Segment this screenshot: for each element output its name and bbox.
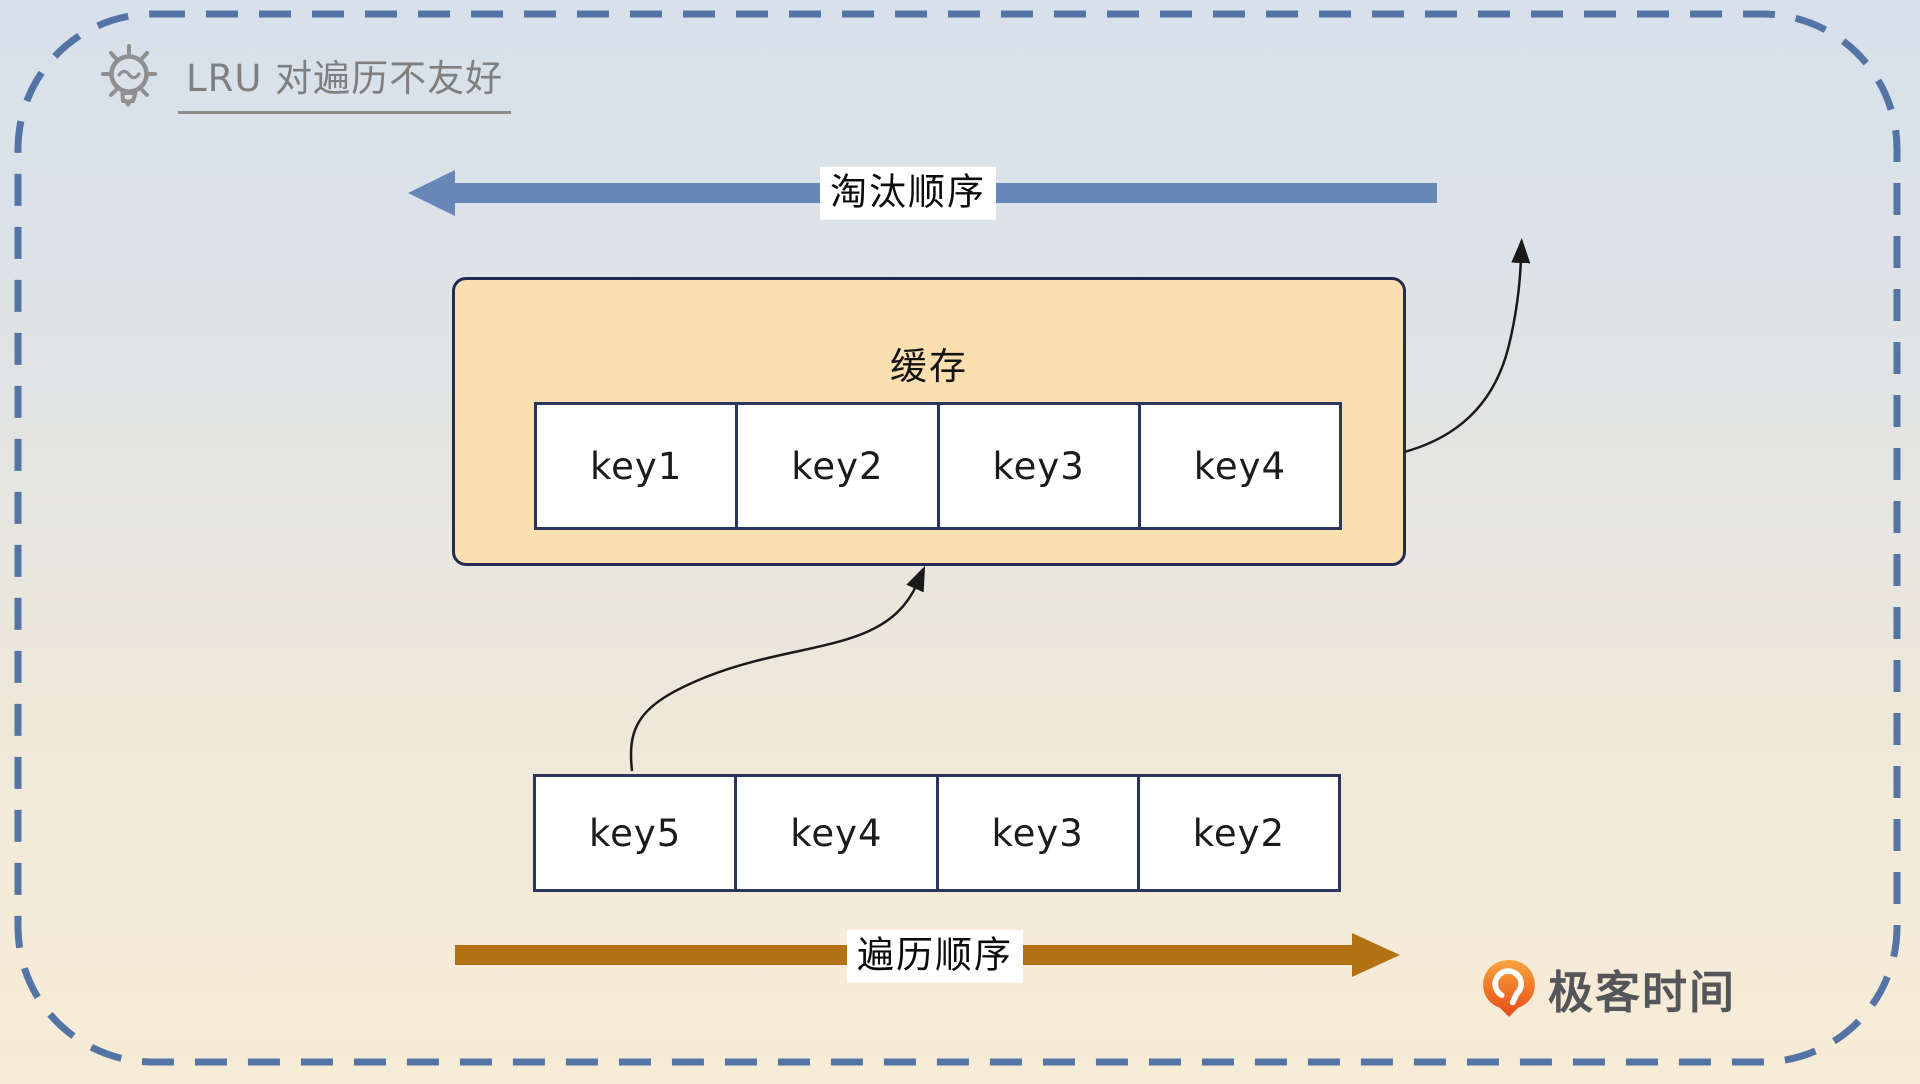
traversal-cell: key3 (935, 777, 1137, 889)
geektime-pin-icon (1483, 959, 1535, 1017)
eviction-order-label: 淘汰顺序 (820, 166, 996, 220)
brand-name: 极客时间 (1548, 966, 1737, 1019)
cache-cell: key4 (1137, 405, 1339, 527)
cache-cell: key3 (936, 405, 1138, 527)
inserted-key-arrow (629, 565, 926, 772)
traversal-order-label: 遍历顺序 (847, 929, 1023, 983)
brand-logo: 极客时间 (1482, 956, 1736, 1021)
cache-cell: key2 (735, 405, 936, 527)
traversal-cell: key5 (588, 811, 682, 855)
dashed-frame-border (14, 10, 1901, 1066)
note-title: LRU 对遍历不友好 (178, 48, 512, 114)
traversal-cell: key2 (1136, 777, 1338, 889)
note-header: LRU 对遍历不友好 (96, 42, 512, 120)
cache-box-label: 缓存 (890, 345, 968, 388)
traversal-cells-row: key5 key4 key3 key2 (533, 774, 1341, 892)
cache-cell: key1 (589, 444, 683, 488)
cache-cells-row: key1 key2 key3 key4 (534, 402, 1342, 530)
traversal-cell: key4 (734, 777, 935, 889)
lightbulb-icon (101, 44, 157, 107)
